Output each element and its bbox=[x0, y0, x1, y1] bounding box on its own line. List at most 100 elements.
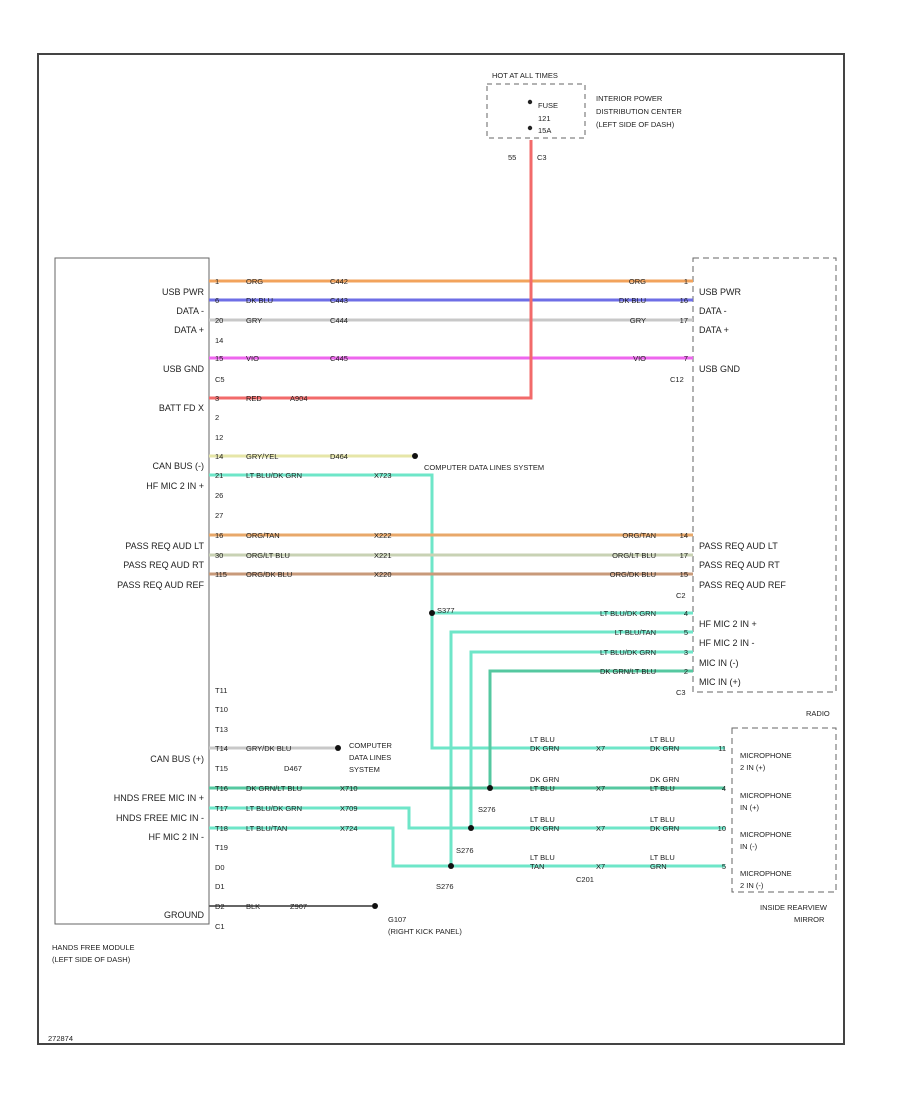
hfm-pin: 2 bbox=[215, 413, 219, 422]
hfm-pin: 16 bbox=[215, 531, 223, 540]
hfm-pin: 115 bbox=[215, 570, 227, 579]
hfm-label-pass-rt: PASS REQ AUD RT bbox=[123, 560, 204, 570]
hfm-label-mic2-minus: HF MIC 2 IN - bbox=[149, 832, 205, 842]
radio-pin: 7 bbox=[684, 354, 688, 363]
wire-label: X222 bbox=[374, 531, 392, 540]
hfm-name-line1: HANDS FREE MODULE bbox=[52, 943, 135, 952]
radio-label-mic-plus: MIC IN (+) bbox=[699, 677, 741, 687]
mirror-wire-label: LT BLU bbox=[530, 784, 555, 793]
wire-label: D467 bbox=[284, 764, 302, 773]
radio-pin: 2 bbox=[684, 667, 688, 676]
hfm-pin: 6 bbox=[215, 296, 219, 305]
wire-mic-minus bbox=[209, 806, 725, 830]
page-border bbox=[37, 53, 845, 1045]
hfm-label-pass-ref: PASS REQ AUD REF bbox=[117, 580, 204, 590]
can-h-endpoint-dot bbox=[335, 745, 341, 751]
wire-label: ORG/DK BLU bbox=[610, 570, 656, 579]
mirror-wire-label: DK GRN bbox=[650, 824, 679, 833]
mirror-wire-label: DK GRN bbox=[530, 775, 559, 784]
wire-label: DK GRN/LT BLU bbox=[246, 784, 302, 793]
mirror-mic-label: MICROPHONE bbox=[740, 869, 792, 878]
radio-label-mic-minus: MIC IN (-) bbox=[699, 658, 739, 668]
mirror-wire-label: LT BLU bbox=[650, 784, 675, 793]
radio-pin: 15 bbox=[680, 570, 688, 579]
mirror-mic-label: MICROPHONE bbox=[740, 791, 792, 800]
wire-radio-mic-plus bbox=[488, 669, 693, 788]
mirror-wire-label: X7 bbox=[596, 784, 605, 793]
mirror-wire-labels: LT BLU DK GRN X7 LT BLU DK GRN DK GRN LT… bbox=[530, 735, 679, 884]
mirror-wire-label: LT BLU bbox=[530, 735, 555, 744]
mirror-wire-label: GRN bbox=[650, 862, 667, 871]
wire-label: LT BLU/DK GRN bbox=[600, 609, 656, 618]
radio-pin: 5 bbox=[684, 628, 688, 637]
hfm-pin: 30 bbox=[215, 551, 223, 560]
wire-label: RED bbox=[246, 394, 262, 403]
mirror-wire-label: X7 bbox=[596, 824, 605, 833]
hfm-pin: T10 bbox=[215, 705, 228, 714]
radio-connector-c12: C12 bbox=[670, 375, 684, 384]
mirror-mic-pin: 10 bbox=[718, 824, 726, 833]
wire-label: GRY/YEL bbox=[246, 452, 278, 461]
wire-label: LT BLU/DK GRN bbox=[600, 648, 656, 657]
radio-label-usb-gnd: USB GND bbox=[699, 364, 741, 374]
mirror-wire-label: X7 bbox=[596, 862, 605, 871]
radio-name: RADIO bbox=[806, 709, 830, 718]
hfm-connector-c5: C5 bbox=[215, 375, 225, 384]
splice-dot-1 bbox=[487, 785, 493, 791]
wire-label: DK BLU bbox=[246, 296, 273, 305]
splice-s276-c: S276 bbox=[436, 882, 454, 891]
connector-c201: C201 bbox=[576, 875, 594, 884]
can-l-endpoint-dot bbox=[412, 453, 418, 459]
wire-label: ORG bbox=[629, 277, 646, 286]
ipdc-name-line3: (LEFT SIDE OF DASH) bbox=[596, 120, 675, 129]
radio-label-pass-rt: PASS REQ AUD RT bbox=[699, 560, 780, 570]
wire-label: C444 bbox=[330, 316, 348, 325]
hfm-pin: T14 bbox=[215, 744, 228, 753]
radio-pin: 1 bbox=[684, 277, 688, 286]
wire-label: D464 bbox=[330, 452, 348, 461]
mirror-mic-pin: 4 bbox=[722, 784, 726, 793]
radio-pin: 4 bbox=[684, 609, 688, 618]
radio-pin: 17 bbox=[680, 551, 688, 560]
hfm-pin: 15 bbox=[215, 354, 223, 363]
computer-data-lines-2c: SYSTEM bbox=[349, 765, 380, 774]
wire-label: VIO bbox=[633, 354, 646, 363]
mirror-wire-label: LT BLU bbox=[530, 815, 555, 824]
wire-label: ORG/TAN bbox=[622, 531, 656, 540]
wire-label: X710 bbox=[340, 784, 358, 793]
splice-dots bbox=[335, 453, 493, 909]
computer-data-lines-1: COMPUTER DATA LINES SYSTEM bbox=[424, 463, 544, 472]
wire-label: X220 bbox=[374, 570, 392, 579]
mirror-mic-label: 2 IN (+) bbox=[740, 763, 766, 772]
hfm-pin: 14 bbox=[215, 336, 223, 345]
ipdc-name-line2: DISTRIBUTION CENTER bbox=[596, 107, 682, 116]
mirror-wire-label: LT BLU bbox=[530, 853, 555, 862]
hfm-label-pass-lt: PASS REQ AUD LT bbox=[125, 541, 204, 551]
hfm-connector-c1: C1 bbox=[215, 922, 225, 931]
hfm-pin: T18 bbox=[215, 824, 228, 833]
wire-label: X723 bbox=[374, 471, 392, 480]
ground-point-location: (RIGHT KICK PANEL) bbox=[388, 927, 462, 936]
radio-label-data-minus: DATA - bbox=[699, 306, 727, 316]
radio-pins: 1 16 17 7 14 17 15 4 5 3 2 bbox=[680, 277, 688, 676]
hfm-pin: T15 bbox=[215, 764, 228, 773]
wire-label: LT BLU/DK GRN bbox=[246, 804, 302, 813]
radio-labels: USB PWR DATA - DATA + USB GND C12 PASS R… bbox=[670, 287, 786, 697]
ipdc-connector: C3 bbox=[537, 153, 547, 162]
radio-pin: 14 bbox=[680, 531, 688, 540]
wire-label: X724 bbox=[340, 824, 358, 833]
hfm-label-can-h: CAN BUS (+) bbox=[150, 754, 204, 764]
wire-label: X709 bbox=[340, 804, 358, 813]
computer-data-lines-2a: COMPUTER bbox=[349, 741, 393, 750]
mirror-mic-pin: 11 bbox=[718, 744, 726, 753]
hfm-pin: 14 bbox=[215, 452, 223, 461]
mirror-mic-label: MICROPHONE bbox=[740, 830, 792, 839]
hfm-pin: D0 bbox=[215, 863, 225, 872]
hfm-pin: D2 bbox=[215, 902, 225, 911]
wire-label: C442 bbox=[330, 277, 348, 286]
hfm-pin: T19 bbox=[215, 843, 228, 852]
hfm-pin: 20 bbox=[215, 316, 223, 325]
wire-radio-mic-minus bbox=[469, 650, 693, 828]
hfm-pin: T17 bbox=[215, 804, 228, 813]
